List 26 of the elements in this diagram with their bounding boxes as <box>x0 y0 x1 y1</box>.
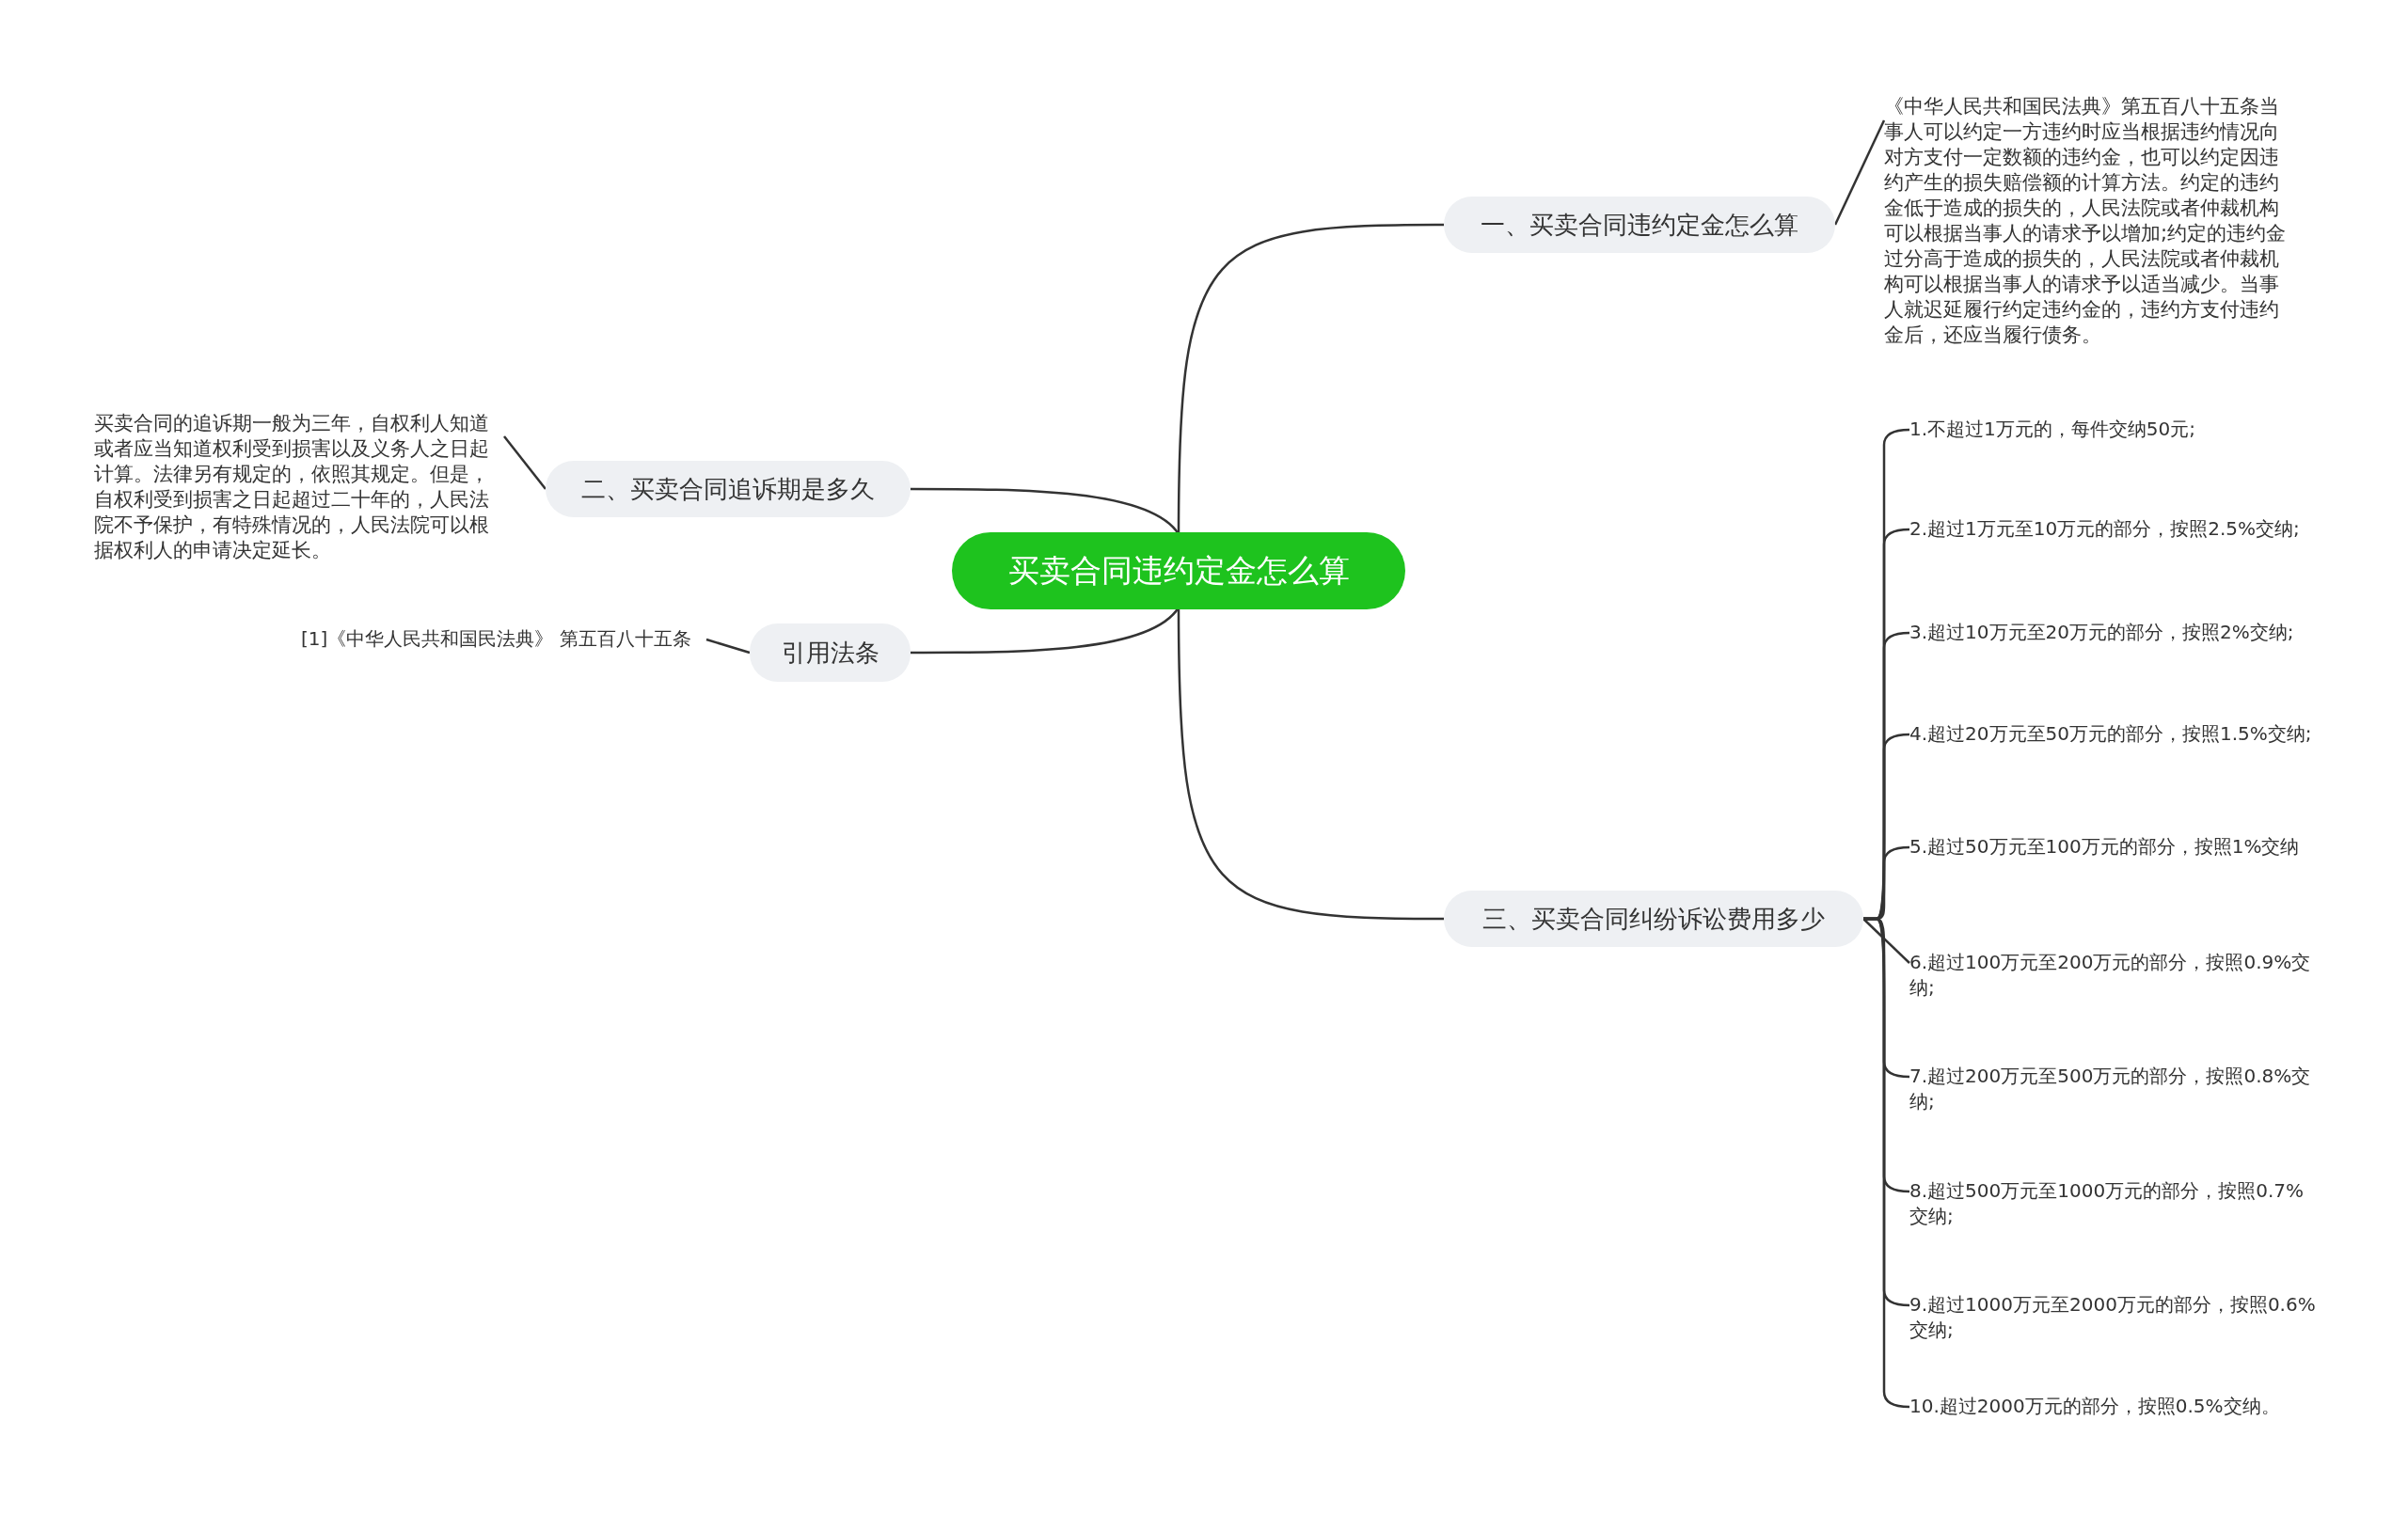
topic-box: 二、买卖合同追诉期是多久 <box>546 461 911 517</box>
connector-line <box>1862 918 1910 964</box>
connector-line <box>911 607 1180 655</box>
list-item-text: 5.超过50万元至100万元的部分，按照1%交纳 <box>1909 834 2316 860</box>
list-item-text: [1]《中华人民共和国民法典》 第五百八十五条 <box>301 626 701 652</box>
connector-line <box>705 638 751 655</box>
connector-line <box>1177 223 1444 534</box>
list-item-text: 8.超过500万元至1000万元的部分，按照0.7%交纳; <box>1909 1178 2316 1229</box>
connector-line <box>1833 119 1886 226</box>
list-item-text: 3.超过10万元至20万元的部分，按照2%交纳; <box>1909 620 2316 645</box>
connector-line <box>503 435 547 490</box>
connector-line <box>1177 608 1444 921</box>
topic-box: 三、买卖合同纠纷诉讼费用多少 <box>1444 891 1863 947</box>
list-item-text: 1.不超过1万元的，每件交纳50元; <box>1909 417 2316 442</box>
topic-box: 一、买卖合同违约定金怎么算 <box>1444 197 1835 253</box>
central-topic-box: 买卖合同违约定金怎么算 <box>952 532 1405 609</box>
list-item-text: 10.超过2000万元的部分，按照0.5%交纳。 <box>1909 1394 2316 1419</box>
connector-line <box>911 487 1180 535</box>
note-text: 《中华人民共和国民法典》第五百八十五条当事人可以约定一方违约时应当根据违约情况向对方支付一定数额的违约金，也可以约定因违约产生的损失赔偿额的计算方法。约定的违约金低于造成的损失的，人民法院或者仲裁机构可以根据当事人的请求予以增加;约定的违约金过分高于造成的损失的，人民法院或者仲裁机构可以根据当事人的请求予以适当减少。当事人就迟延履行约定违约金的，违约方支付违约金后，还应当履行债务。 <box>1884 94 2289 348</box>
list-item-text: 9.超过1000万元至2000万元的部分，按照0.6%交纳; <box>1909 1292 2316 1343</box>
list-item-text: 7.超过200万元至500万元的部分，按照0.8%交纳; <box>1909 1064 2316 1114</box>
list-item-text: 6.超过100万元至200万元的部分，按照0.9%交纳; <box>1909 950 2316 1001</box>
note-text: 买卖合同的追诉期一般为三年，自权利人知道或者应当知道权利受到损害以及义务人之日起计算。法律另有规定的，依照其规定。但是，自权利受到损害之日起超过二十年的，人民法院不予保护，有特殊情况的，人民法院可以根据权利人的申请决定延长。 <box>94 411 499 563</box>
topic-box: 引用法条 <box>750 623 911 682</box>
list-item-text: 2.超过1万元至10万元的部分，按照2.5%交纳; <box>1909 516 2316 542</box>
list-item-text: 4.超过20万元至50万元的部分，按照1.5%交纳; <box>1909 721 2316 747</box>
